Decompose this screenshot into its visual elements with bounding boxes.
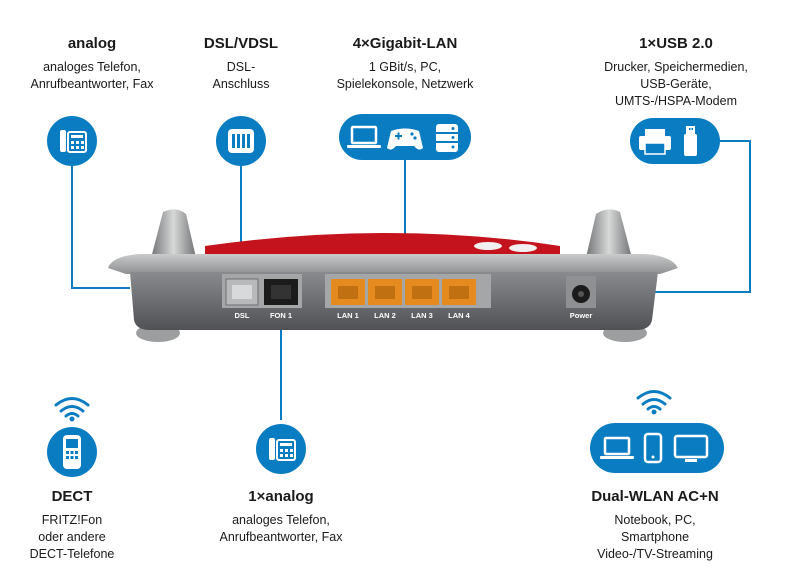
- lan-title: 4×Gigabit-LAN: [352, 35, 458, 52]
- wifi-icon-wlan: [636, 390, 672, 411]
- port-label-fon: FON 1: [270, 311, 292, 320]
- connector-lines: [71, 140, 751, 420]
- cordless-phone-icon: [47, 427, 97, 477]
- port-label-lan3: LAN 3: [411, 311, 433, 320]
- dect-title: DECT: [51, 488, 93, 505]
- usb-line-1: Drucker, Speichermedien,: [604, 60, 748, 74]
- lan-ports: [331, 279, 476, 305]
- router: DSL FON 1 LAN 1 LAN 2 LAN 3 LAN 4 Power: [108, 209, 678, 342]
- port-label-dsl: DSL: [235, 311, 250, 320]
- analog-line-2: Anrufbeantworter, Fax: [30, 77, 154, 91]
- line-analog: [71, 162, 130, 289]
- usb-line-2: USB-Geräte,: [640, 77, 712, 91]
- wlan-line-2: Smartphone: [620, 530, 690, 544]
- lan-info: 4×Gigabit-LAN 1 GBit/s, PC, Spielekonsol…: [315, 35, 495, 93]
- port-label-power: Power: [570, 311, 593, 320]
- monitor-icon: [673, 434, 709, 462]
- smartphone-icon: [643, 432, 663, 464]
- fon-line-1: analoges Telefon,: [232, 513, 330, 527]
- port-label-lan4: LAN 4: [448, 311, 470, 320]
- lan-line-1: 1 GBit/s, PC,: [368, 60, 442, 74]
- fon-line-2: Anrufbeantworter, Fax: [219, 530, 343, 544]
- dsl-title: DSL/VDSL: [203, 35, 279, 52]
- dect-line-1: FRITZ!Fon: [41, 513, 103, 527]
- gamepad-icon: [387, 128, 423, 150]
- dsl-info: DSL/VDSL DSL- Anschluss: [176, 35, 306, 93]
- usb-stick-icon: [684, 126, 697, 156]
- wlan-title: Dual-WLAN AC+N: [591, 488, 719, 505]
- left-antenna: [150, 209, 197, 262]
- usb-devices-icon-group: [630, 118, 720, 164]
- analog-line-1: analoges Telefon,: [43, 60, 141, 74]
- line-usb: [655, 140, 751, 293]
- desk-phone-icon-bottom: [256, 424, 306, 474]
- printer-icon: [639, 129, 671, 155]
- desk-phone-icon: [47, 116, 97, 166]
- analog-info: analog analoges Telefon, Anrufbeantworte…: [2, 35, 182, 93]
- usb-line-3: UMTS-/HSPA-Modem: [614, 94, 737, 108]
- laptop-icon-wlan: [600, 436, 634, 459]
- wlan-devices-icon-group: [590, 423, 724, 473]
- dect-line-3: DECT-Telefone: [29, 547, 115, 561]
- port-label-lan2: LAN 2: [374, 311, 396, 320]
- dsl-line-2: Anschluss: [212, 77, 270, 91]
- dsl-socket-icon: [216, 116, 266, 166]
- port-label-lan1: LAN 1: [337, 311, 359, 320]
- laptop-icon: [347, 125, 381, 148]
- wlan-info: Dual-WLAN AC+N Notebook, PC, Smartphone …: [560, 488, 750, 563]
- right-antenna: [585, 209, 633, 262]
- analog-title: analog: [67, 35, 117, 52]
- wlan-line-3: Video-/TV-Streaming: [597, 547, 713, 561]
- dect-line-2: oder andere: [38, 530, 106, 544]
- dect-info: DECT FRITZ!Fon oder andere DECT-Telefone: [12, 488, 132, 563]
- fon-info: 1×analog analoges Telefon, Anrufbeantwor…: [191, 488, 371, 546]
- dsl-line-1: DSL-: [226, 60, 256, 74]
- usb-title: 1×USB 2.0: [639, 35, 713, 52]
- lan-line-2: Spielekonsole, Netzwerk: [336, 77, 474, 91]
- lan-devices-icon-group: [339, 114, 471, 160]
- wlan-line-1: Notebook, PC,: [614, 513, 696, 527]
- network-storage-icon: [436, 124, 458, 152]
- fon-title: 1×analog: [248, 488, 314, 505]
- wifi-icon: [54, 397, 90, 418]
- usb-info: 1×USB 2.0 Drucker, Speichermedien, USB-G…: [582, 35, 770, 110]
